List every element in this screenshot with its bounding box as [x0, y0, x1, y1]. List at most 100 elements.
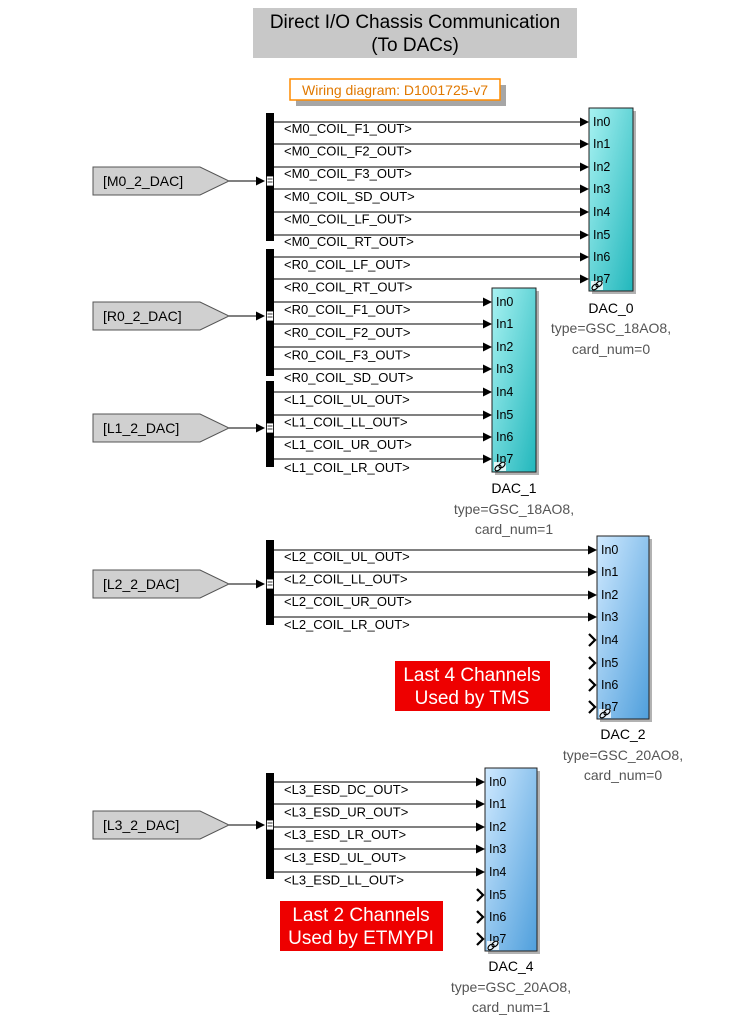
note-tms: Last 4 Channels Used by TMS [395, 661, 550, 711]
source-tag-m0[interactable]: [M0_2_DAC] [92, 166, 231, 196]
dac-port-label: In3 [601, 610, 618, 624]
source-tag-l3[interactable]: [L3_2_DAC] [92, 810, 231, 840]
dac-block-body [596, 535, 650, 720]
bus-selectors [266, 113, 274, 879]
signal-label-l1: <L1_COIL_LR_OUT> [284, 460, 410, 475]
signal-wire-arrow [588, 612, 597, 622]
signal-labels: <M0_COIL_F1_OUT><M0_COIL_F2_OUT><M0_COIL… [284, 121, 415, 887]
signal-lines [229, 117, 597, 946]
library-link-icon [599, 708, 611, 719]
signal-wire-arrow [476, 822, 485, 832]
title-line-1: Direct I/O Chassis Communication [270, 12, 560, 33]
dac-port-label: In1 [593, 137, 610, 151]
dac-port-label: In0 [601, 543, 618, 557]
signal-label-l3: <L3_ESD_UL_OUT> [284, 850, 406, 865]
unconnected-port-icon [588, 700, 597, 714]
signal-label-m0: <M0_COIL_LF_OUT> [284, 211, 412, 226]
signal-wire-arrow [483, 319, 492, 329]
source-tag-shape [92, 569, 231, 599]
signal-wire-arrow [588, 567, 597, 577]
note-etmypi: Last 2 Channels Used by ETMYPI [280, 901, 443, 951]
library-link-icon [487, 940, 499, 951]
signal-label-l3: <L3_ESD_LR_OUT> [284, 827, 406, 842]
dac-name: DAC_2 [600, 726, 645, 742]
dac-param-type: type=GSC_20AO8, [563, 747, 683, 763]
signal-wire-arrow [588, 545, 597, 555]
wiring-diagram-label[interactable]: Wiring diagram: D1001725-v7 [289, 78, 506, 106]
signal-label-l3: <L3_ESD_DC_OUT> [284, 782, 408, 797]
dac-port-label: In0 [593, 115, 610, 129]
signal-label-l2: <L2_COIL_UL_OUT> [284, 549, 410, 564]
signal-label-r0: <R0_COIL_F3_OUT> [284, 347, 410, 362]
dac-block-body [491, 287, 537, 473]
source-tag-shape [92, 166, 231, 196]
dac-port-label: In3 [496, 362, 513, 376]
dac-port-label: In5 [593, 228, 610, 242]
signal-wire-arrow [483, 387, 492, 397]
signal-wire-arrow [483, 410, 492, 420]
signal-label-m0: <M0_COIL_F2_OUT> [284, 144, 412, 159]
dac-port-label: In0 [489, 775, 506, 789]
dac-param-card: card_num=0 [584, 767, 662, 783]
library-link-icon [591, 280, 603, 291]
dac-block-body [484, 767, 538, 952]
signal-label-r0: <R0_COIL_SD_OUT> [284, 370, 413, 385]
source-tag-r0[interactable]: [R0_2_DAC] [92, 301, 231, 331]
wiring-label-box [289, 78, 501, 101]
dac-port-label: In4 [601, 633, 618, 647]
note-tms-line-2: Used by TMS [415, 688, 530, 709]
signal-wire-arrow [483, 297, 492, 307]
dac-port-label: In6 [489, 910, 506, 924]
source-wire-arrow [256, 311, 265, 321]
dac-port-label: In6 [593, 250, 610, 264]
unconnected-port-icon [476, 888, 485, 902]
bus-selector-port [266, 422, 274, 434]
dac-port-label: In4 [489, 865, 506, 879]
dac-port-label: In5 [489, 888, 506, 902]
signal-wire-arrow [580, 274, 589, 284]
dac-port-label: In3 [593, 182, 610, 196]
signal-wire-arrow [580, 207, 589, 217]
note-etmypi-background [280, 901, 443, 951]
dac-blocks: In0In1In2In3In4In5In6In7DAC_0type=GSC_18… [451, 107, 683, 1015]
signal-wire-arrow [476, 799, 485, 809]
signal-label-m0: <M0_COIL_SD_OUT> [284, 189, 415, 204]
dac-param-type: type=GSC_20AO8, [451, 979, 571, 995]
dac-param-card: card_num=1 [472, 999, 550, 1015]
signal-wire-arrow [580, 139, 589, 149]
dac-port-label: In1 [489, 797, 506, 811]
signal-wire-arrow [476, 867, 485, 877]
dac-param-type: type=GSC_18AO8, [454, 501, 574, 517]
signal-label-r0: <R0_COIL_LF_OUT> [284, 257, 410, 272]
signal-label-m0: <M0_COIL_F3_OUT> [284, 166, 412, 181]
signal-label-l2: <L2_COIL_LL_OUT> [284, 572, 408, 587]
note-etmypi-line-2: Used by ETMYPI [288, 928, 434, 949]
signal-wire-arrow [483, 342, 492, 352]
dac-port-label: In2 [593, 160, 610, 174]
source-tags: [M0_2_DAC] [R0_2_DAC] [L1_2_DAC] [L2_2_DAC]… [92, 166, 231, 840]
dac-port-label: In4 [593, 205, 610, 219]
dac-param-card: card_num=1 [475, 521, 553, 537]
source-tag-l1[interactable]: [L1_2_DAC] [92, 413, 231, 443]
signal-label-r0: <R0_COIL_RT_OUT> [284, 280, 412, 295]
source-tag-l2[interactable]: [L2_2_DAC] [92, 569, 231, 599]
dac-port-label: In2 [496, 340, 513, 354]
signal-wire-arrow [476, 777, 485, 787]
source-wire-arrow [256, 579, 265, 589]
dac-param-card: card_num=0 [572, 341, 650, 357]
unconnected-port-icon [588, 633, 597, 647]
note-etmypi-line-1: Last 2 Channels [292, 905, 429, 926]
dac-block-body [588, 107, 634, 292]
library-link-icon [494, 461, 506, 472]
signal-wire-arrow [483, 364, 492, 374]
signal-label-m0: <M0_COIL_RT_OUT> [284, 234, 414, 249]
source-tag-shape [92, 810, 231, 840]
bus-selector-port [266, 819, 274, 831]
source-tag-label: [M0_2_DAC] [103, 173, 183, 189]
dac-port-label: In5 [496, 408, 513, 422]
